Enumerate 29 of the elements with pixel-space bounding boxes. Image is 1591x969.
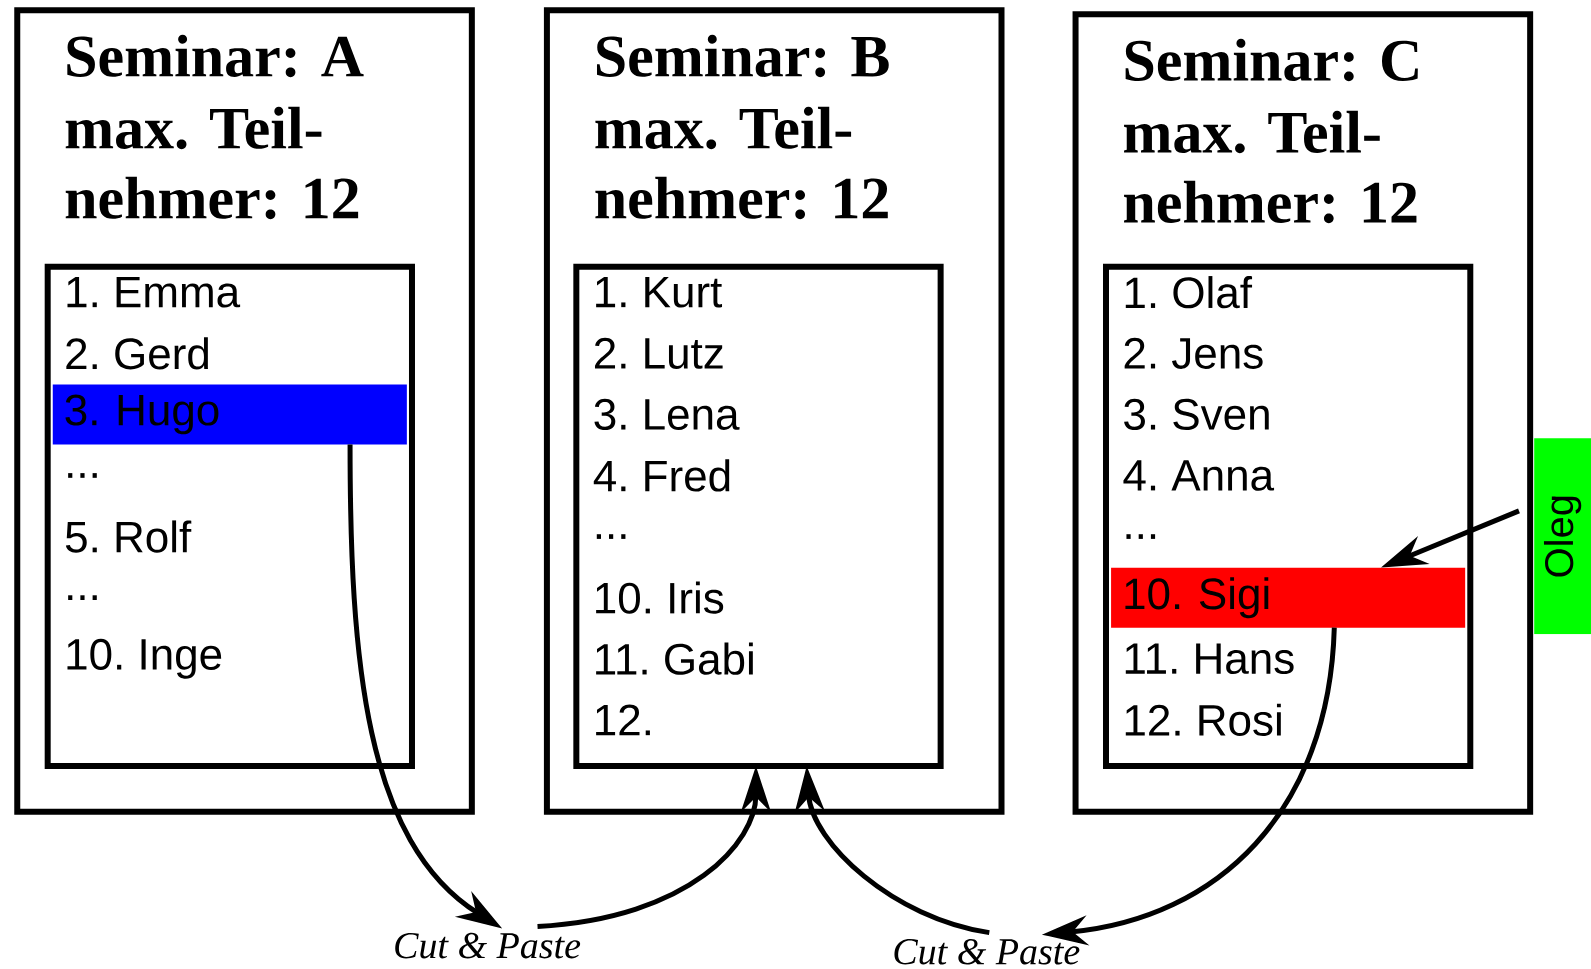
list-entry: 11. Hans [1125,643,1294,675]
list-entry: 1. Kurt [596,276,722,308]
highlighted-entry: 10. Sigi [1111,567,1466,628]
action-label: Cut & Paste [395,932,581,959]
list-entry: 12. [596,704,650,736]
list-entry: 10. Iris [596,581,724,614]
seminar-heading: Seminar: A max. Teil- nehmer: 12 [65,34,364,220]
list-entry: 2. Lutz [595,337,723,369]
list-entry: 10. Inge [67,638,222,679]
seminar-heading: Seminar: B max. Teil- nehmer: 12 [595,34,889,220]
list-entry: 4. Anna [1123,460,1275,491]
list-entry: 3. Lena [594,398,740,430]
seminar-heading: Seminar: C max. Teil- nehmer: 12 [1124,38,1418,224]
list-entry: 2. Jens [1124,337,1263,369]
name-tag: Oleg [1534,438,1591,635]
list-entry: 3. Sven [1124,398,1269,430]
list-entry: 2. Gerd [66,337,208,370]
list-entry: 4. Fred [593,459,730,492]
list-entry: 11. Gabi [596,642,753,675]
action-label: Cut & Paste [894,938,1080,965]
highlighted-entry: 3. Hugo [52,384,407,445]
list-entry: 5. Rolf [65,520,192,553]
list-entry: ... [1126,534,1156,539]
list-entry: 1. Olaf [1125,276,1253,309]
list-entry: 1. Emma [67,276,241,308]
list-entry: ... [596,534,626,539]
list-entry: ... [68,595,97,600]
list-entry: ... [68,473,97,478]
list-entry: 12. Rosi [1125,703,1281,736]
